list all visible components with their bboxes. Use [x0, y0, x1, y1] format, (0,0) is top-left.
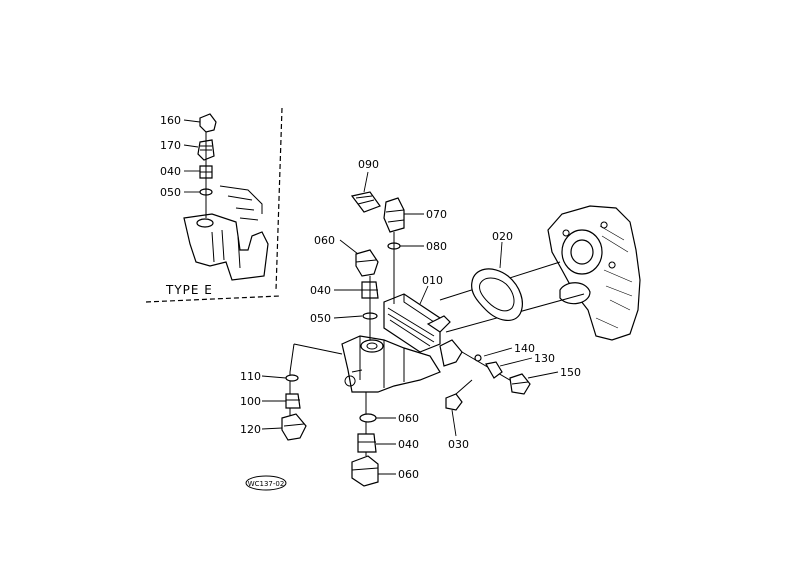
- label-130: 130: [534, 352, 555, 365]
- leader-140: [483, 347, 513, 357]
- label-050-top: 050: [310, 312, 331, 325]
- part-010-pump-ribs: [387, 294, 441, 347]
- part-020-gasket-inner: [479, 277, 515, 312]
- part-100: [285, 393, 301, 409]
- part-060-top: [355, 249, 379, 277]
- drawing-code-oval: [245, 475, 287, 491]
- label-140: 140: [514, 342, 535, 355]
- leader-030: [451, 409, 457, 437]
- label-150: 150: [560, 366, 581, 379]
- leader-060-top: [339, 239, 359, 255]
- leader-130: [499, 357, 533, 367]
- part-140: [474, 354, 482, 362]
- housing-side-port: [344, 375, 356, 387]
- part-010-pump-flange: [426, 315, 451, 333]
- label-020: 020: [492, 230, 513, 243]
- part-020-gasket: [471, 268, 523, 321]
- main-assembly: 020 010 090 070 080 060: [240, 158, 641, 487]
- part-060-bottom-detail: [351, 467, 379, 471]
- part-030-shank: [455, 379, 473, 395]
- leader-150: [527, 371, 559, 379]
- housing-lug: [439, 339, 463, 367]
- inset-type-e: TYPE E 160 170 040 050: [145, 107, 283, 303]
- label-090: 090: [358, 158, 379, 171]
- inset-housing-top: [219, 185, 263, 221]
- inset-border-horizontal: [145, 295, 281, 303]
- inset-port: [196, 218, 214, 228]
- part-030-bolt: [445, 393, 463, 411]
- inset-border-vertical: [275, 107, 283, 291]
- label-050-inset: 050: [160, 186, 181, 199]
- part-040-bottom: [357, 433, 377, 453]
- label-100: 100: [240, 395, 261, 408]
- housing-port-top-inner: [366, 342, 378, 350]
- label-060-mid: 060: [398, 412, 419, 425]
- case-bore-inner: [570, 239, 594, 265]
- label-160: 160: [160, 114, 181, 127]
- part-150: [509, 373, 531, 395]
- label-110: 110: [240, 370, 261, 383]
- case-bolt-holes: [562, 221, 616, 269]
- drawing-code-label: WC137-02: [248, 480, 285, 488]
- leader-090: [363, 171, 369, 193]
- part-070-detail: [385, 209, 405, 223]
- label-170: 170: [160, 139, 181, 152]
- case-boss: [559, 282, 591, 305]
- part-130: [485, 361, 503, 379]
- inset-label: TYPE E: [165, 283, 213, 297]
- housing-port-top: [360, 339, 384, 353]
- part-150-detail: [511, 381, 529, 385]
- leader-110: [261, 375, 287, 379]
- label-060-bottom: 060: [398, 468, 419, 481]
- inset-housing-shade: [211, 229, 241, 269]
- part-110: [285, 374, 299, 382]
- leader-170: [183, 144, 199, 148]
- leader-010: [419, 285, 429, 305]
- label-010: 010: [422, 274, 443, 287]
- drawing-code: WC137-02: [245, 475, 287, 491]
- label-060-top: 060: [314, 234, 335, 247]
- label-040-inset: 040: [160, 165, 181, 178]
- label-030: 030: [448, 438, 469, 451]
- label-040-bottom: 040: [398, 438, 419, 451]
- part-070: [383, 197, 405, 233]
- leader-160: [183, 119, 201, 123]
- part-060-mid: [359, 413, 377, 423]
- leader-020: [499, 241, 503, 269]
- case-hatching: [595, 225, 633, 329]
- leader-050-top: [333, 315, 363, 319]
- label-040-top: 040: [310, 284, 331, 297]
- part-060-top-detail: [355, 259, 377, 263]
- part-090-thread: [355, 195, 375, 205]
- label-080: 080: [426, 240, 447, 253]
- housing-edges: [351, 336, 405, 388]
- part-060-bottom: [351, 455, 379, 487]
- label-120: 120: [240, 423, 261, 436]
- label-070: 070: [426, 208, 447, 221]
- transmission-case: [547, 205, 641, 341]
- inset-housing: [183, 213, 269, 281]
- inset-part-160: [199, 113, 217, 133]
- part-120-detail: [283, 423, 305, 427]
- part-120: [281, 413, 307, 441]
- leader-120: [261, 427, 283, 430]
